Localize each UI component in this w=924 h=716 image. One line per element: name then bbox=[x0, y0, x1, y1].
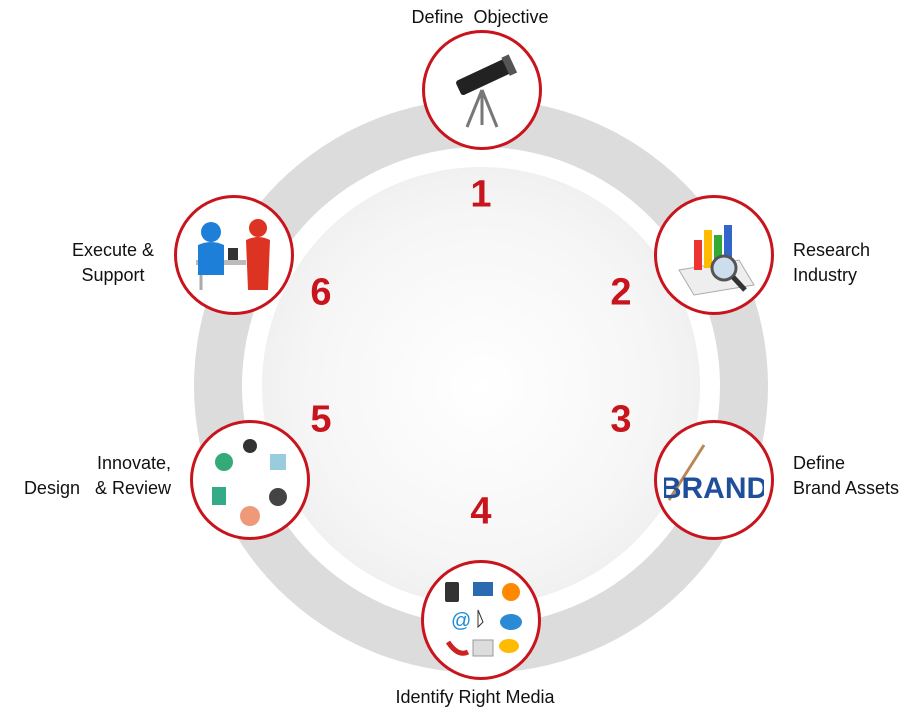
label-line: Brand Assets bbox=[793, 478, 900, 498]
step-3-number: 3 bbox=[610, 398, 632, 441]
label-line: Execute & bbox=[71, 240, 155, 260]
step-6-label: Execute & Support bbox=[55, 238, 171, 288]
label-line: Innovate, bbox=[96, 453, 171, 473]
svg-text:BRAND: BRAND bbox=[664, 472, 764, 505]
step-5-node bbox=[190, 420, 310, 540]
brand-icon: BRAND bbox=[664, 444, 764, 505]
label-line: Research bbox=[793, 240, 871, 260]
label-line: Industry bbox=[793, 265, 858, 285]
step-5-number: 5 bbox=[310, 398, 332, 441]
step-1-node bbox=[422, 30, 542, 150]
step-4-label: Identify Right Media bbox=[395, 687, 555, 707]
step-4-number: 4 bbox=[470, 490, 492, 533]
step-1-label: Define Objective bbox=[411, 7, 549, 27]
media-icons-icon: @ bbox=[445, 582, 522, 657]
telescope-icon bbox=[456, 54, 518, 128]
step-3-node: BRAND bbox=[654, 420, 774, 540]
step-2-number: 2 bbox=[610, 271, 632, 314]
label-line: Design & Review bbox=[23, 478, 171, 498]
step-1-number: 1 bbox=[470, 173, 492, 216]
step-5-label: Innovate, Design & Review bbox=[0, 451, 171, 501]
step-4-node: @ bbox=[421, 560, 541, 680]
svg-text:@: @ bbox=[451, 610, 471, 632]
people-meeting-icon bbox=[196, 219, 270, 290]
innovation-icons-icon bbox=[212, 439, 287, 526]
chart-magnifier-icon bbox=[678, 225, 755, 296]
center-circle bbox=[262, 167, 700, 605]
step-6-node bbox=[174, 195, 294, 315]
label-line: Define bbox=[793, 453, 846, 473]
step-6-number: 6 bbox=[310, 271, 332, 314]
label-line: Support bbox=[81, 265, 145, 285]
step-2-node bbox=[654, 195, 774, 315]
